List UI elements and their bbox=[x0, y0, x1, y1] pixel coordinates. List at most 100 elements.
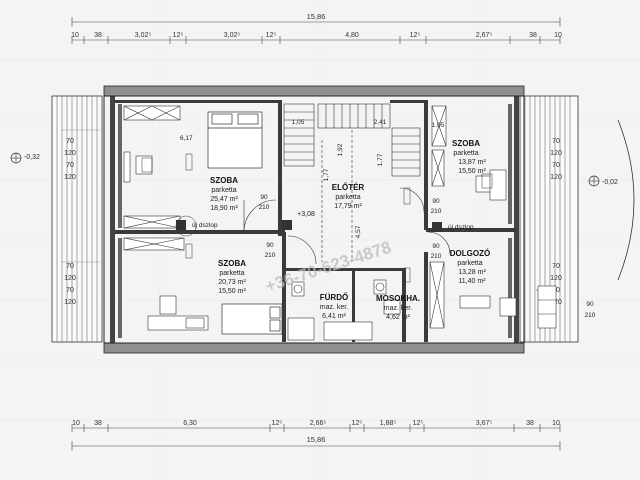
room-area: 13,87 m² bbox=[458, 159, 486, 166]
door-height: 210 bbox=[259, 204, 270, 211]
bottom-dim-seg: 10 bbox=[552, 420, 560, 427]
room-area: 25,47 m² bbox=[210, 196, 238, 203]
room-area: 17,79 m² bbox=[334, 203, 362, 210]
room-floor: parketta bbox=[453, 150, 478, 157]
side-dim: 120 bbox=[550, 150, 562, 157]
room-name: SZOBA bbox=[452, 139, 480, 148]
top-dim-seg: 38 bbox=[529, 32, 537, 39]
room-furdo: FÜRDŐ maz. ker. 6,41 m² bbox=[320, 293, 348, 320]
room-floor: parketta bbox=[335, 194, 360, 201]
room-area: 15,50 m² bbox=[458, 168, 486, 175]
bottom-dim-seg: 12⁵ bbox=[352, 420, 363, 427]
inner-dim: 4,57 bbox=[355, 225, 362, 238]
top-dim-seg: 12⁵ bbox=[173, 32, 184, 39]
bottom-total-dim: 15,86 bbox=[307, 435, 326, 444]
bottom-dim-seg: 3,67⁵ bbox=[476, 420, 493, 427]
level-left-label: -0,32 bbox=[24, 154, 40, 161]
bottom-dim-seg: 2,66⁵ bbox=[310, 420, 327, 427]
side-dim: 120 bbox=[64, 299, 76, 306]
bottom-dim-seg: 38 bbox=[94, 420, 102, 427]
door-width: 90 bbox=[432, 243, 440, 250]
top-dim-seg: 12⁵ bbox=[410, 32, 421, 39]
room-area: 15,50 m² bbox=[218, 288, 246, 295]
door-width: 90 bbox=[260, 194, 268, 201]
side-dim: 120 bbox=[550, 275, 562, 282]
door-height: 210 bbox=[431, 253, 442, 260]
level-right-label: -0,02 bbox=[602, 179, 618, 186]
room-name: DOLGOZÓ bbox=[450, 249, 490, 258]
room-szoba-3: SZOBA parketta 13,87 m² 15,50 m² bbox=[452, 139, 486, 175]
top-dim-seg: 4,80 bbox=[345, 32, 359, 39]
radiators bbox=[141, 153, 493, 283]
bottom-dim-seg: 38 bbox=[526, 420, 534, 427]
wardrobes bbox=[123, 105, 447, 329]
side-dim: 120 bbox=[64, 150, 76, 157]
top-dim-seg: 2,67⁵ bbox=[476, 32, 493, 39]
inner-dim: 1,77 bbox=[323, 168, 330, 181]
room-area: 4,62 m² bbox=[386, 314, 410, 321]
side-dim: 70 bbox=[552, 138, 560, 145]
room-name: SZOBA bbox=[210, 176, 238, 185]
bottom-dimension-chain bbox=[71, 424, 561, 451]
top-dim-seg: 3,02⁵ bbox=[224, 32, 241, 39]
doors bbox=[243, 187, 555, 309]
door-width: 90 bbox=[432, 198, 440, 205]
side-dim: 120 bbox=[64, 275, 76, 282]
side-dim: 70 bbox=[552, 162, 560, 169]
door-labels: 90 210 90 210 90 210 90 210 90 210 bbox=[259, 194, 596, 319]
side-dim: 70 bbox=[66, 263, 74, 270]
top-dim-seg: 3,02⁵ bbox=[135, 32, 152, 39]
bottom-dim-seg: 10 bbox=[72, 420, 80, 427]
room-floor: maz. ker. bbox=[320, 304, 348, 311]
level-center-label: +3,08 bbox=[297, 211, 315, 218]
inner-dim: 1,92 bbox=[337, 143, 344, 156]
top-total-dim: 15,86 bbox=[307, 12, 326, 21]
room-floor: parketta bbox=[457, 260, 482, 267]
top-dim-seg: 12⁵ bbox=[266, 32, 277, 39]
side-dim: 70 bbox=[66, 138, 74, 145]
room-name: FÜRDŐ bbox=[320, 293, 348, 302]
room-floor: parketta bbox=[211, 187, 236, 194]
side-dim: 120 bbox=[64, 174, 76, 181]
bed-room2 bbox=[221, 303, 283, 335]
door-height: 210 bbox=[431, 208, 442, 215]
left-side-dims: 70 120 70 120 70 120 70 120 bbox=[62, 129, 100, 306]
bathroom-fixtures bbox=[287, 279, 401, 341]
room-area: 18,90 m² bbox=[210, 205, 238, 212]
side-dim: 70 bbox=[66, 287, 74, 294]
interior-walls bbox=[115, 100, 516, 342]
inner-dim: 1,05 bbox=[292, 119, 305, 126]
columns bbox=[175, 215, 442, 237]
top-dim-seg: 38 bbox=[94, 32, 102, 39]
column-label: új dszlop bbox=[192, 222, 218, 229]
room-area: 13,28 m² bbox=[458, 269, 486, 276]
room-height: 6,17 bbox=[180, 135, 193, 142]
bed-room1 bbox=[207, 111, 263, 169]
bottom-dim-seg: 6,30 bbox=[183, 420, 197, 427]
inner-dim: 1,05 bbox=[432, 122, 445, 129]
side-dim: 70 bbox=[66, 162, 74, 169]
top-dim-seg: 10 bbox=[71, 32, 79, 39]
room-area: 6,41 m² bbox=[322, 313, 346, 320]
bottom-dim-seg: 1,88⁵ bbox=[380, 420, 397, 427]
door-width: 90 bbox=[586, 301, 594, 308]
side-dim: 120 bbox=[550, 174, 562, 181]
door-width: 90 bbox=[266, 242, 274, 249]
column-label: új dszlop bbox=[448, 224, 474, 231]
door-height: 210 bbox=[585, 312, 596, 319]
room-szoba-1: SZOBA parketta 25,47 m² 18,90 m² 6,17 bbox=[180, 135, 238, 212]
room-dolgozo: DOLGOZÓ parketta 13,28 m² 11,40 m² bbox=[450, 249, 490, 285]
room-area: 20,73 m² bbox=[218, 279, 246, 286]
staircase bbox=[283, 103, 421, 262]
room-name: MOSOKHA. bbox=[376, 294, 420, 303]
room-name: SZOBA bbox=[218, 259, 246, 268]
inner-dim: 2,41 bbox=[374, 119, 387, 126]
door-height: 210 bbox=[265, 252, 276, 259]
level-marker-right: -0,02 bbox=[588, 119, 635, 281]
entry-landing bbox=[537, 285, 557, 329]
room-eloter: ELŐTÉR parketta 17,79 m² bbox=[332, 183, 365, 210]
room-mosokha: MOSOKHA. maz. ker. 4,62 m² bbox=[376, 294, 420, 321]
outer-walls bbox=[103, 85, 525, 354]
